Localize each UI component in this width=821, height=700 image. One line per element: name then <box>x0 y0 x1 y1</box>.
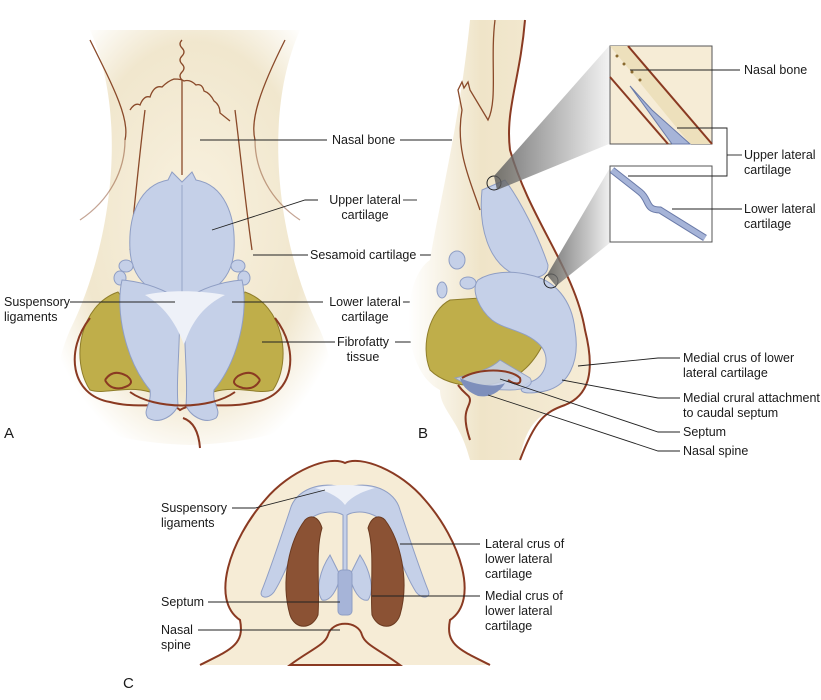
zoom-cone-upper <box>494 46 609 190</box>
sesamoid-b-1 <box>448 250 466 270</box>
label-a-suspensory-1: Suspensory <box>4 295 71 309</box>
orbit-curve-right <box>254 139 301 221</box>
label-b-nasal-spine: Nasal spine <box>683 444 748 458</box>
nasal-spine-c <box>286 622 404 666</box>
philtrum <box>182 417 201 449</box>
label-a-sesamoid: Sesamoid cartilage <box>310 248 416 262</box>
label-b-upper-lateral-1: Upper lateral <box>744 148 816 162</box>
inset-upper <box>609 45 713 145</box>
nostril-left <box>104 371 132 390</box>
base-outline <box>199 459 491 666</box>
nostril-right <box>233 371 261 390</box>
panel-label-c: C <box>123 675 134 692</box>
label-b-attachment-1: Medial crural attachment <box>683 391 820 405</box>
lower-lateral-cartilage-b <box>474 271 577 394</box>
label-b-medial-crus-2: lateral cartilage <box>683 366 768 380</box>
orbit-line-left <box>89 39 127 141</box>
nasal-bone-profile <box>457 19 496 211</box>
panel-b-lateral-view <box>408 19 713 461</box>
label-c-medial-crus-2: lower lateral <box>485 604 552 618</box>
label-c-lateral-crus-2: lower lateral <box>485 552 552 566</box>
label-a-suspensory-2: ligaments <box>4 310 58 324</box>
label-a-fibrofatty-2: tissue <box>347 350 380 364</box>
label-b-attachment-2: to caudal septum <box>683 406 778 420</box>
alar-outline <box>73 317 292 412</box>
label-b-medial-crus-1: Medial crus of lower <box>683 351 794 365</box>
label-b-upper-lateral-2: cartilage <box>744 163 791 177</box>
zoom-cone-lower <box>547 166 611 286</box>
label-c-septum: Septum <box>161 595 204 609</box>
sesamoid-right-1 <box>230 259 246 273</box>
label-a-lower-lateral-2: cartilage <box>341 310 388 324</box>
panel-b-labels: Nasal bone Upper lateral cartilage Lower… <box>418 63 820 458</box>
skin-lower-edge <box>129 391 236 407</box>
label-a-upper-lateral-2: cartilage <box>341 208 388 222</box>
panel-label-a: A <box>4 425 14 442</box>
lip-outline-b <box>457 384 472 441</box>
label-a-nasal-bone: Nasal bone <box>332 133 395 147</box>
sesamoid-b-2 <box>459 276 477 290</box>
nostril-c-left <box>285 516 323 627</box>
orbit-line-right <box>253 39 286 141</box>
label-a-upper-lateral-1: Upper lateral <box>329 193 401 207</box>
nostril-b <box>461 369 522 385</box>
label-a-fibrofatty-1: Fibrofatty <box>337 335 390 349</box>
label-b-septum: Septum <box>683 425 726 439</box>
septum-c <box>337 569 353 616</box>
label-a-lower-lateral-1: Lower lateral <box>329 295 401 309</box>
sesamoid-b-3 <box>436 281 448 299</box>
label-c-lateral-crus-3: cartilage <box>485 567 532 581</box>
septum-b <box>460 378 505 397</box>
panel-a-labels: Nasal bone Upper lateral cartilage Sesam… <box>4 133 452 442</box>
label-c-suspensory-2: ligaments <box>161 516 215 530</box>
label-c-nasal-spine-2: spine <box>161 638 191 652</box>
label-b-lower-lateral-2: cartilage <box>744 217 791 231</box>
profile-outline <box>508 19 591 461</box>
label-b-lower-lateral-1: Lower lateral <box>744 202 816 216</box>
panel-c-basal-view <box>199 459 491 666</box>
sesamoid-left-1 <box>118 259 134 273</box>
label-c-nasal-spine-1: Nasal <box>161 623 193 637</box>
panel-c-labels: Suspensory ligaments Lateral crus of low… <box>123 489 565 692</box>
orbit-curve-left <box>79 139 126 221</box>
label-c-lateral-crus-1: Lateral crus of <box>485 537 565 551</box>
inset-lower <box>609 165 713 243</box>
panel-a-frontal-view <box>57 30 331 449</box>
suspensory-ligament-c <box>315 485 375 505</box>
label-c-suspensory-1: Suspensory <box>161 501 228 515</box>
suspensory-ligament-a <box>145 291 225 345</box>
nostril-c-right <box>367 516 405 627</box>
label-c-medial-crus-1: Medial crus of <box>485 589 563 603</box>
upper-lateral-cartilage-b <box>480 179 549 278</box>
label-b-nasal-bone: Nasal bone <box>744 63 807 77</box>
nasal-suture <box>179 39 185 175</box>
label-c-medial-crus-3: cartilage <box>485 619 532 633</box>
panel-label-b: B <box>418 425 428 442</box>
